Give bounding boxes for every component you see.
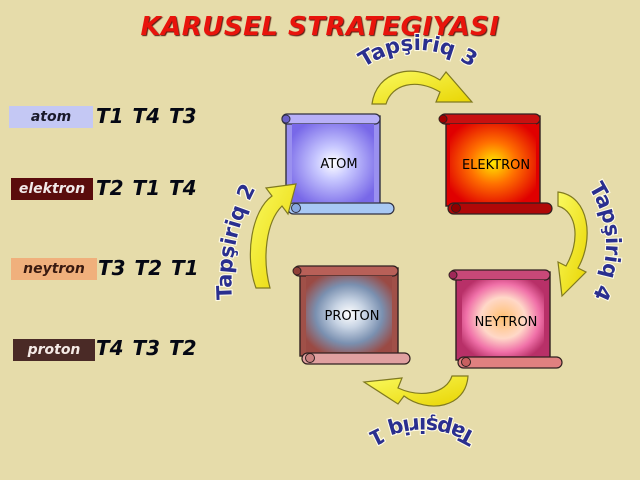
label-proton: proton [13, 339, 95, 361]
scroll-neytron: NEYTRON [448, 269, 563, 369]
scroll-proton-label: PROTON [324, 309, 379, 324]
page-title: KARUSEL STRATEGIYASI [140, 12, 500, 42]
label-atom: atom [9, 106, 93, 128]
scroll-atom: ATOM [281, 113, 395, 215]
arrow-bottom [362, 375, 469, 407]
scroll-proton: PROTON [292, 265, 411, 365]
label-neytron: neytron [11, 258, 97, 280]
arrow-top [371, 70, 474, 105]
curve-label-top: Tapşiriq 3 [354, 31, 481, 72]
curve-label-right: Tapşiriq 4 [585, 178, 626, 305]
scroll-neytron-label: NEYTRON [475, 315, 538, 330]
curve-label-bottom: Tapşiriq 1 [365, 413, 479, 451]
scroll-elektron: ELEKTRON [438, 113, 553, 215]
arrow-left [249, 183, 297, 289]
tasks-neytron: T3 T2 T1 [98, 256, 199, 280]
scroll-elektron-label: ELEKTRON [462, 158, 530, 173]
tasks-elektron: T2 T1 T4 [96, 176, 197, 200]
scroll-atom-label: ATOM [320, 157, 357, 172]
tasks-proton: T4 T3 T2 [96, 336, 197, 360]
tasks-atom: T1 T4 T3 [96, 104, 197, 128]
arrow-right [557, 191, 588, 298]
label-elektron: elektron [11, 178, 93, 200]
